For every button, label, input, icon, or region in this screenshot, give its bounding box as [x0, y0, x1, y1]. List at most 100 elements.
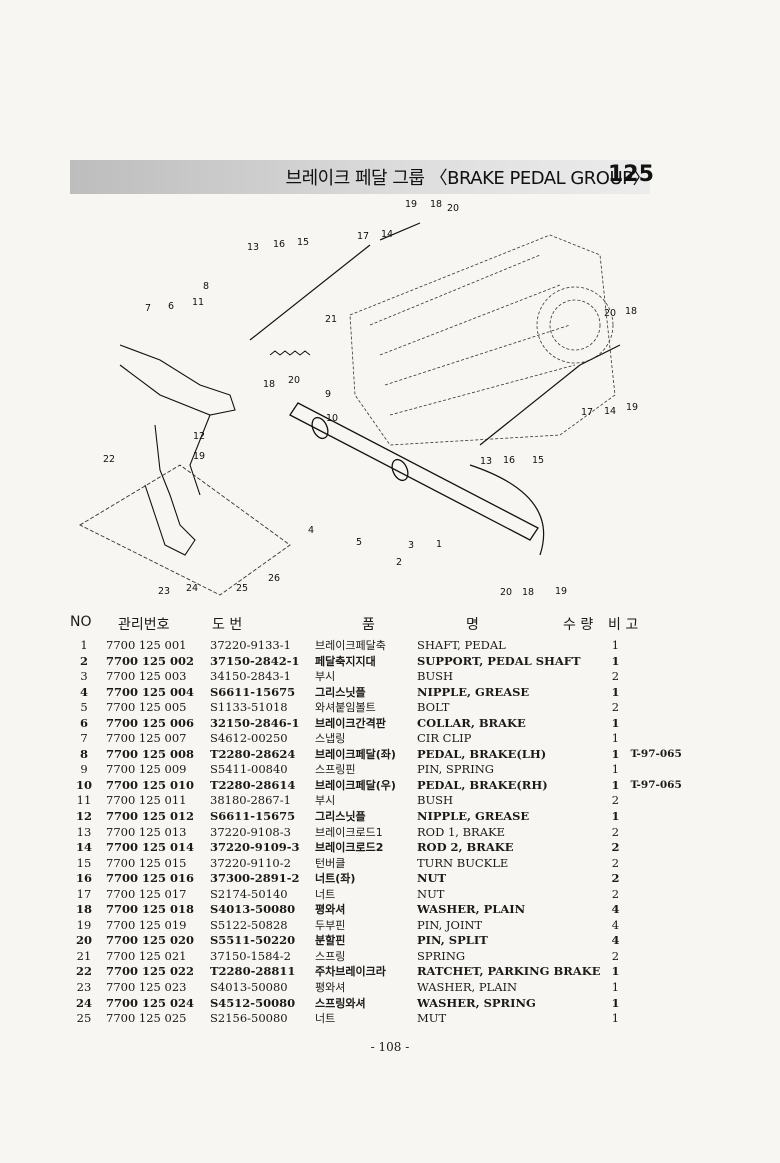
- brake-rods: [249, 222, 621, 556]
- cell-name-kr: 턴버클: [315, 856, 346, 870]
- cell-name-en: CIR CLIP: [417, 731, 472, 746]
- cell-drawing: S6611-15675: [210, 809, 296, 824]
- svg-text:20: 20: [604, 308, 616, 319]
- cell-remark: [630, 685, 720, 701]
- cell-name-en: TURN BUCKLE: [417, 855, 509, 870]
- cell-drawing: T2280-28614: [210, 777, 296, 792]
- svg-text:18: 18: [522, 587, 534, 598]
- svg-text:19: 19: [193, 451, 205, 462]
- cell-no: 15: [76, 855, 92, 870]
- cell-name-kr: 스프링와셔: [315, 996, 366, 1010]
- cell-remark: [630, 856, 720, 872]
- cell-remark: [630, 654, 720, 670]
- cell-mgmt: 7700 125 012: [106, 809, 195, 824]
- spring-21: [269, 350, 311, 356]
- cell-drawing: S5511-50220: [210, 933, 296, 948]
- section-title: 브레이크 페달 그룹 〈BRAKE PEDAL GROUP〉: [285, 168, 651, 189]
- svg-text:25: 25: [236, 583, 248, 594]
- svg-text:15: 15: [297, 237, 309, 248]
- cell-no: 23: [76, 980, 92, 995]
- cell-mgmt: 7700 125 005: [106, 700, 187, 715]
- svg-text:13: 13: [480, 456, 492, 467]
- cell-name-kr: 브레이크페달축: [315, 639, 386, 652]
- cell-no: 6: [79, 715, 88, 730]
- cell-mgmt: 7700 125 003: [106, 669, 187, 684]
- col-name-en: 명: [466, 617, 479, 633]
- cell-remark: [630, 933, 720, 949]
- cell-mgmt: 7700 125 010: [106, 777, 195, 792]
- svg-text:14: 14: [604, 406, 616, 417]
- cell-remark: [630, 871, 720, 887]
- svg-text:17: 17: [581, 407, 593, 418]
- svg-text:21: 21: [325, 314, 337, 325]
- svg-text:8: 8: [203, 281, 209, 292]
- svg-text:26: 26: [268, 573, 280, 584]
- svg-text:20: 20: [447, 203, 459, 214]
- cell-name-en: WASHER, SPRING: [417, 995, 536, 1010]
- cell-drawing: S2174-50140: [210, 886, 288, 901]
- cell-name-kr: 평와셔: [315, 981, 346, 995]
- cell-name-en: COLLAR, BRAKE: [417, 715, 526, 730]
- cell-no: 11: [76, 793, 92, 808]
- cell-remark: [630, 700, 720, 716]
- cell-name-kr: 브레이크페달(우): [315, 778, 396, 792]
- cell-mgmt: 7700 125 020: [106, 933, 195, 948]
- cell-name-kr: 부시: [315, 794, 336, 808]
- cell-qty: 2: [611, 793, 620, 808]
- svg-text:6: 6: [168, 301, 174, 312]
- cell-name-kr: 브레이크페달(좌): [315, 747, 396, 761]
- cell-mgmt: 7700 125 016: [106, 871, 195, 886]
- svg-text:18: 18: [263, 379, 275, 390]
- cell-name-kr: 브레이크간격판: [315, 716, 386, 730]
- cell-mgmt: 7700 125 022: [106, 964, 195, 979]
- cell-qty: 2: [611, 855, 620, 870]
- cell-name-kr: 너트: [315, 887, 336, 901]
- cell-remark: [630, 840, 720, 856]
- svg-text:13: 13: [247, 242, 259, 253]
- svg-text:19: 19: [405, 199, 417, 210]
- cell-name-kr: 스프링: [315, 949, 346, 963]
- svg-text:16: 16: [273, 239, 285, 250]
- cell-drawing: T2280-28624: [210, 746, 296, 761]
- svg-text:1: 1: [436, 539, 442, 550]
- cell-remark: [630, 887, 720, 903]
- cell-mgmt: 7700 125 023: [106, 980, 187, 995]
- cell-qty: 2: [611, 886, 620, 901]
- svg-text:5: 5: [356, 537, 362, 548]
- cell-qty: 4: [611, 917, 620, 932]
- cell-remark: [630, 1011, 720, 1027]
- cell-drawing: T2280-28811: [210, 964, 296, 979]
- cell-name-en: SUPPORT, PEDAL SHAFT: [417, 653, 581, 668]
- cell-qty: 1: [611, 746, 620, 761]
- cell-name-en: SHAFT, PEDAL: [417, 638, 506, 652]
- cell-drawing: 37220-9109-3: [210, 840, 300, 855]
- cell-no: 16: [75, 871, 92, 886]
- cell-no: 21: [76, 948, 92, 963]
- cell-mgmt: 7700 125 021: [106, 948, 187, 963]
- svg-text:12: 12: [193, 431, 205, 442]
- cell-mgmt: 7700 125 009: [106, 762, 187, 777]
- cell-name-en: NUT: [417, 886, 445, 901]
- page-number: - 108 -: [370, 1040, 410, 1054]
- cell-qty: 1: [611, 653, 620, 668]
- cell-mgmt: 7700 125 024: [106, 995, 195, 1010]
- svg-text:19: 19: [626, 402, 638, 413]
- cell-no: 14: [75, 840, 92, 855]
- cell-remark: [630, 762, 720, 778]
- cell-mgmt: 7700 125 002: [106, 653, 195, 668]
- cell-qty: 1: [611, 715, 620, 730]
- cell-remark: [630, 964, 720, 980]
- cell-remark: [630, 996, 720, 1012]
- cell-name-en: BUSH: [417, 669, 454, 684]
- cell-name-kr: 브레이크로드2: [315, 841, 384, 855]
- cell-drawing: 38180-2867-1: [210, 793, 291, 808]
- cell-remark: [630, 669, 720, 685]
- cell-name-kr: 주차브레이크라: [315, 965, 386, 979]
- col-name-kr: 품: [362, 617, 375, 633]
- cell-name-kr: 와셔붙임볼트: [315, 701, 376, 715]
